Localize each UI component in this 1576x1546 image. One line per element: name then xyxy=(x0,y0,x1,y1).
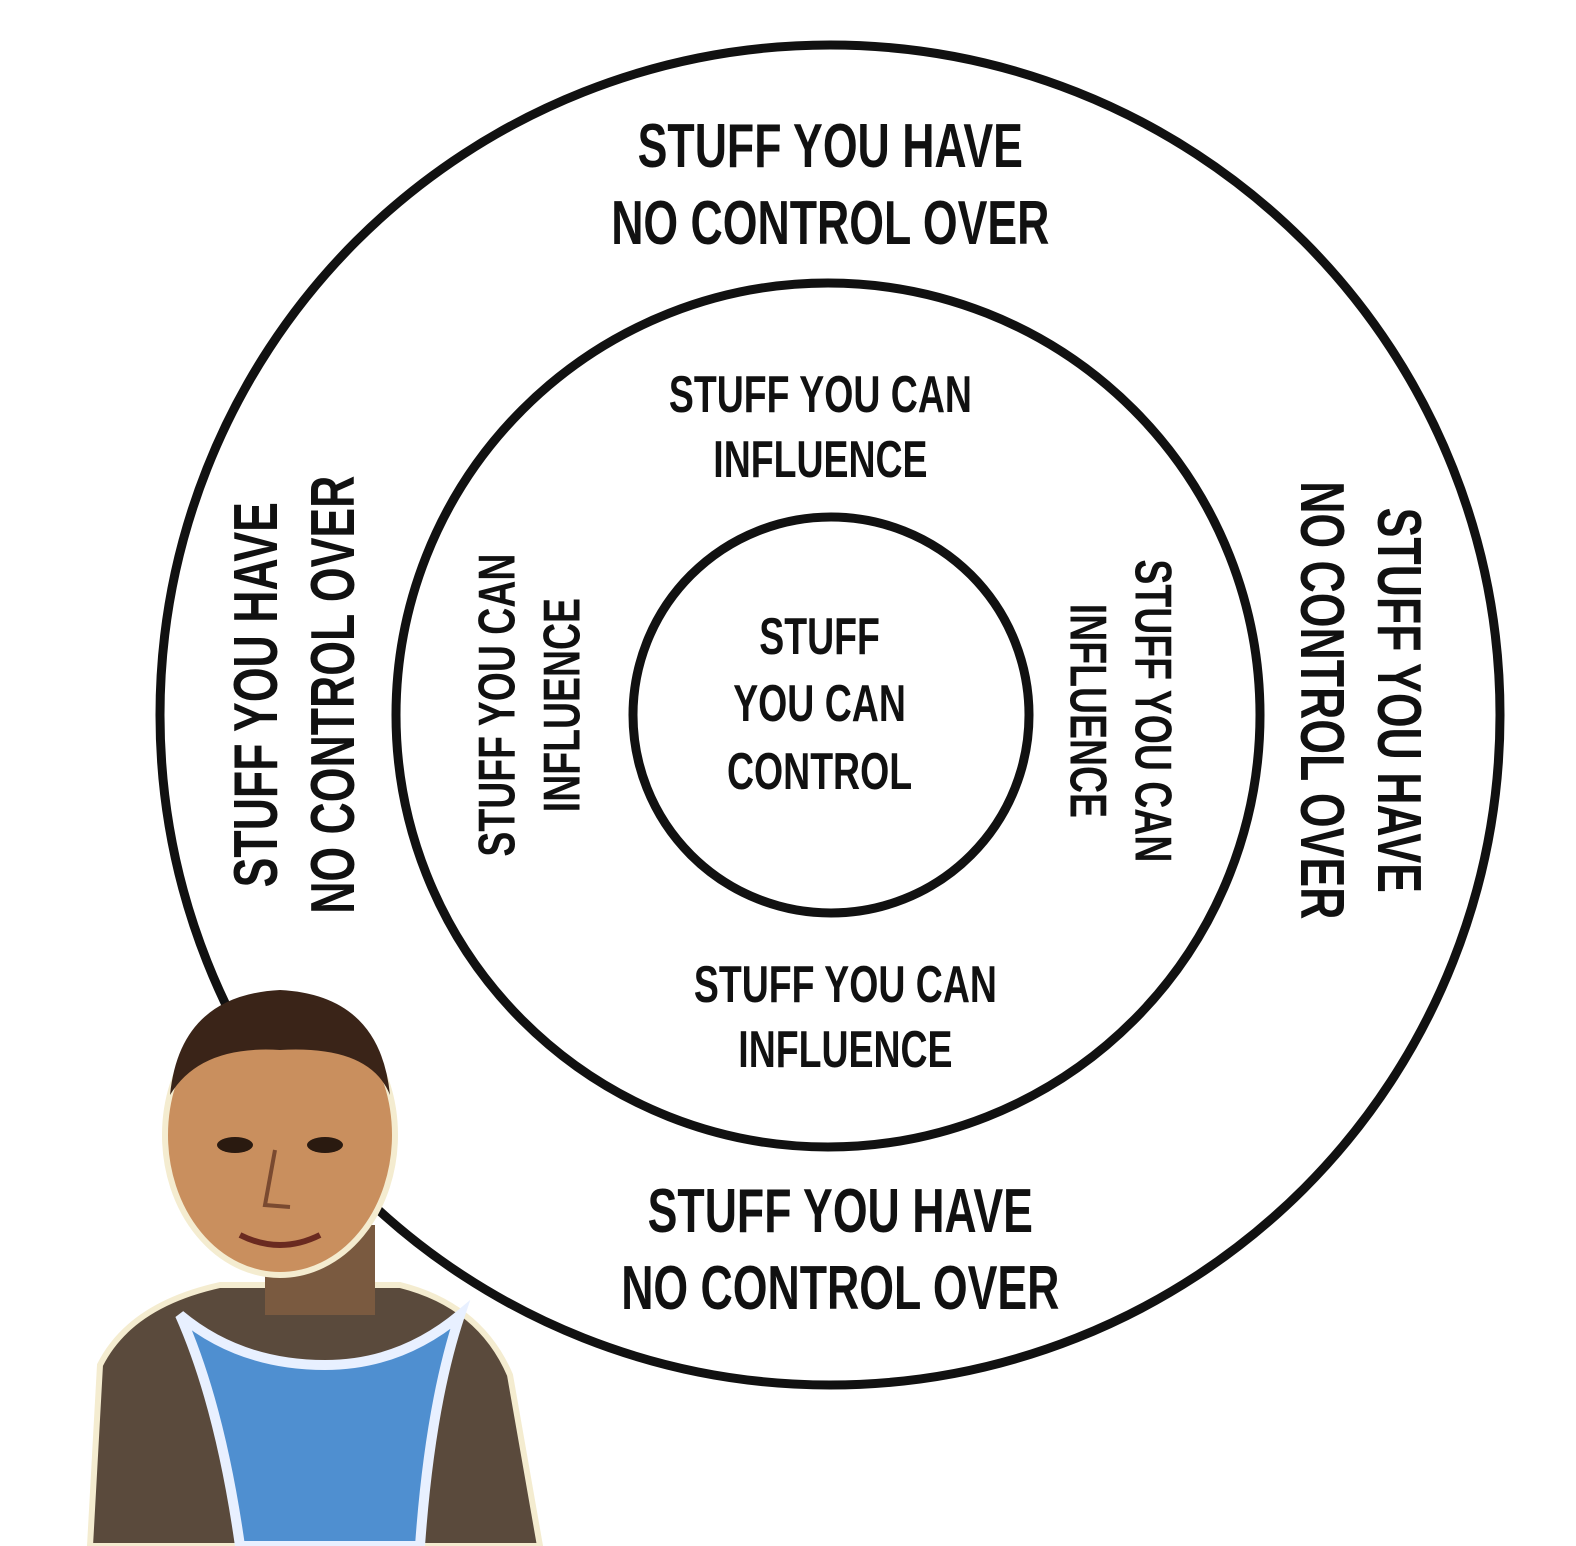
label-line: No control over xyxy=(610,189,1050,258)
middle-label-bottom: Stuff you can influence xyxy=(645,950,1045,1085)
label-line: Stuff you can xyxy=(1124,559,1182,863)
middle-circle xyxy=(391,278,1265,1152)
outer-label-bottom: Stuff you have No control over xyxy=(540,1170,1140,1330)
label-line: influence xyxy=(1059,603,1117,818)
label-line: No control over xyxy=(1287,480,1356,920)
label-line: Stuff you can xyxy=(668,365,972,424)
middle-label-top: Stuff you can influence xyxy=(620,360,1020,495)
label-line: Stuff xyxy=(759,607,881,666)
outer-label-left: Stuff you haveNo control over xyxy=(215,395,375,995)
label-line: Stuff you have xyxy=(647,1176,1033,1246)
label-line: influence xyxy=(712,430,928,489)
label-line: influence xyxy=(533,598,591,813)
label-line: Stuff you have xyxy=(637,111,1023,181)
inner-label: Stuff you can control xyxy=(670,600,970,810)
person-illustration xyxy=(86,990,544,1546)
label-line: Stuff you can xyxy=(468,553,526,857)
outer-circle xyxy=(155,40,1505,1390)
label-line: No control over xyxy=(620,1254,1060,1323)
middle-label-right: Stuff you caninfluence xyxy=(1053,511,1188,911)
label-line: No control over xyxy=(299,475,368,915)
outer-label-right: Stuff you haveNo control over xyxy=(1280,400,1440,1000)
label-line: Stuff you can xyxy=(693,955,997,1014)
label-line: you can xyxy=(733,675,907,734)
label-line: control xyxy=(727,742,913,801)
label-line: Stuff you have xyxy=(1364,507,1434,893)
label-line: influence xyxy=(737,1020,953,1079)
outer-label-top: Stuff you have No control over xyxy=(530,105,1130,265)
label-line: Stuff you have xyxy=(221,502,291,888)
middle-label-left: Stuff you caninfluence xyxy=(463,506,598,906)
inner-circle xyxy=(628,512,1034,918)
